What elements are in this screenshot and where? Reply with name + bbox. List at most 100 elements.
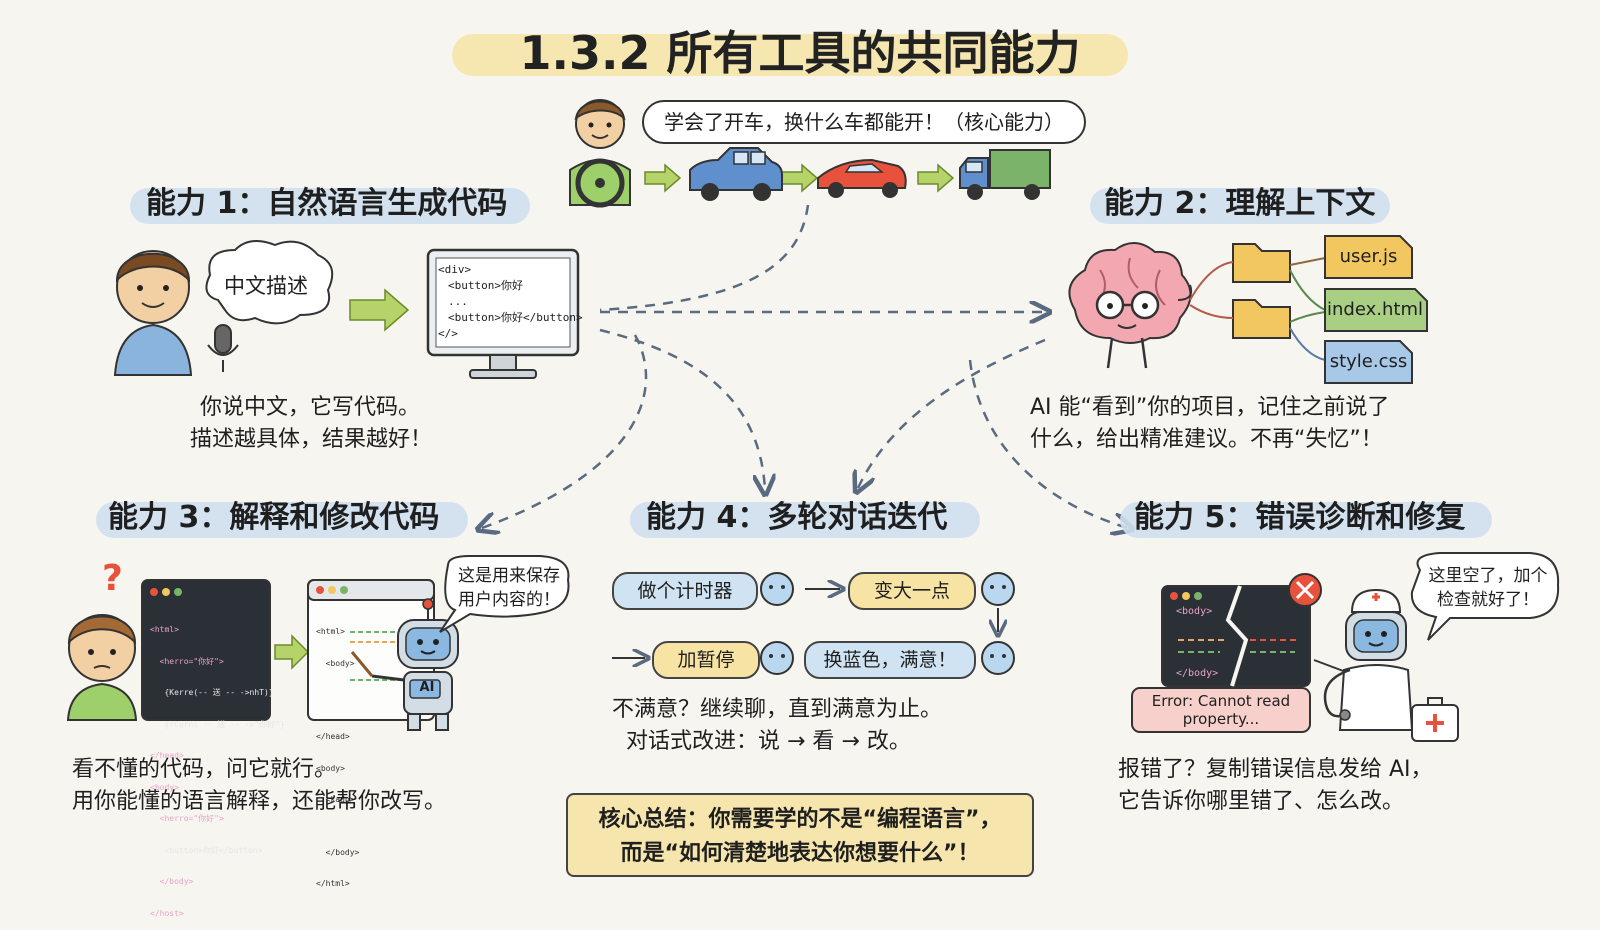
file-connections <box>1189 257 1326 361</box>
s2-caption-line2: 什么，给出精准建议。不再“失忆”！ <box>1030 427 1383 452</box>
code-line: <div> <box>438 263 472 276</box>
s5-bubble: 这里空了，加个 检查就好了！ <box>1418 564 1558 612</box>
code-line: <body> <box>316 658 355 668</box>
s2-title: 能力 2：理解上下文 <box>1104 186 1376 221</box>
connector-to-s4-right <box>858 338 1046 488</box>
question-mark-icon: ? <box>102 558 123 599</box>
s3-caption-line2: 用你能懂的语言解释，还能帮你改写。 <box>72 789 447 814</box>
s3-code-right: <html> <body> </head> <body> <kadn> </bo… <box>316 606 359 900</box>
chat-chip-bigger: 变大一点 <box>848 572 976 610</box>
s4-caption-line2: 对话式改进：说 → 看 → 改。 <box>626 729 911 754</box>
s3-bubble-line1: 这是用来保存 <box>458 566 560 586</box>
code-line: <html> <box>150 625 179 634</box>
s5-bubble-line1: 这里空了，加个 <box>1428 566 1548 586</box>
speech-bubble-s3 <box>439 555 570 633</box>
dashed-connectors <box>482 204 1128 528</box>
speech-cloud <box>205 240 334 325</box>
title-highlight <box>452 34 1128 76</box>
code-line: <button>你好</button> <box>150 845 263 855</box>
code-line: {rCurni -- 送 -- ->"你好"} <box>150 719 285 729</box>
car-icon <box>689 147 783 201</box>
error-line1: Error: Cannot read <box>1151 692 1291 710</box>
file-label-index-html: index.html <box>1327 299 1423 320</box>
s5-title: 能力 5：错误诊断和修复 <box>1134 500 1466 535</box>
person-icon <box>113 250 193 376</box>
s3-bubble-line2: 用户内容的！ <box>458 590 560 610</box>
s4-caption-line1: 不满意？继续聊，直到满意为止。 <box>612 697 943 722</box>
code-line: </body> <box>150 877 194 886</box>
s5-bubble-line2: 检查就好了！ <box>1437 590 1539 610</box>
connector-to-s3 <box>482 334 648 528</box>
s5-caption-line1: 报错了？复制错误信息发给 AI， <box>1118 757 1433 782</box>
doctor-robot-icon <box>1313 588 1414 731</box>
s5-code-tag-close: </body> <box>1176 668 1219 679</box>
code-line: {Kerre(-- 送 -- ->nhT)} <box>150 688 274 697</box>
analogy-arrows <box>644 163 955 193</box>
error-message: Error: Cannot read property... <box>1132 692 1310 728</box>
code-line: </html> <box>316 879 350 888</box>
diagram-canvas <box>66 99 1560 742</box>
file-label-style-css: style.css <box>1329 351 1408 372</box>
confused-person-icon <box>66 614 138 721</box>
code-line: </> <box>438 327 458 340</box>
code-line: </head> <box>316 732 350 741</box>
s1-caption-line1: 你说中文，它写代码。 <box>200 395 421 420</box>
error-line2: property... <box>1182 710 1260 728</box>
s2-caption-line1: AI 能“看到”你的项目，记住之前说了 <box>1030 395 1390 420</box>
file-icon <box>1324 235 1428 384</box>
s4-title: 能力 4：多轮对话迭代 <box>646 500 948 535</box>
summary-line2: 而是“如何清楚地表达你想要什么”！ <box>620 841 980 866</box>
code-line: <button>你好</button> <box>448 311 583 324</box>
s3-caption-line1: 看不懂的代码，问它就行。 <box>72 757 337 782</box>
chat-avatar-faces <box>769 585 1006 658</box>
s1-title: 能力 1：自然语言生成代码 <box>146 186 508 221</box>
arrow-right-icon <box>274 634 310 670</box>
s2-title-highlight <box>1090 188 1390 224</box>
code-line: </head> <box>150 751 184 760</box>
error-icon <box>1288 573 1322 607</box>
chat-chip-add-pause: 加暂停 <box>652 641 760 679</box>
code-line: <html> <box>316 627 345 636</box>
speech-bubble-s5 <box>1410 552 1560 641</box>
page-title: 1.3.2 所有工具的共同能力 <box>519 26 1081 80</box>
medkit-icon <box>1411 697 1459 742</box>
analogy-speech-bubble: 学会了开车，换什么车都能开！（核心能力） <box>642 100 1086 144</box>
s1-caption-line2: 描述越具体，结果越好！ <box>190 427 433 452</box>
broken-code-window <box>1161 585 1311 687</box>
error-box <box>1131 687 1311 733</box>
code-line: <herro="你好"> <box>150 656 224 666</box>
chat-avatar-icons <box>760 572 1015 675</box>
s3-title: 能力 3：解释和修改代码 <box>108 500 440 535</box>
file-label-user-js: user.js <box>1339 246 1398 267</box>
s4-title-highlight <box>630 502 980 538</box>
arrow-right-icon <box>349 288 410 332</box>
brain-icon <box>1068 242 1193 369</box>
core-summary-box: 核心总结：你需要学的不是“编程语言”， 而是“如何清楚地表达你想要什么”！ <box>566 793 1034 877</box>
summary-line1: 核心总结：你需要学的不是“编程语言”， <box>598 807 1002 832</box>
code-line: </host> <box>150 908 184 918</box>
s5-title-highlight <box>1120 502 1492 538</box>
s3-bubble: 这是用来保存 用户内容的！ <box>452 564 566 612</box>
robot-icon <box>350 598 459 731</box>
s1-code: <div> <button>你好 ... <button>你好</button>… <box>438 262 583 342</box>
code-line: </body> <box>316 847 360 857</box>
s1-bubble-text: 中文描述 <box>224 274 308 298</box>
s5-caption-line2: 它告诉你哪里错了、怎么改。 <box>1118 789 1405 814</box>
connector-to-s4-left <box>599 328 765 490</box>
s5-code-tag-open: <body> <box>1176 606 1213 617</box>
connector-top <box>599 204 810 312</box>
monitor-icon <box>426 248 580 379</box>
code-line: <button>你好 <box>448 279 523 292</box>
chat-chip-make-timer: 做个计时器 <box>612 572 758 610</box>
code-line: <kadn> <box>316 795 355 804</box>
code-window-dark <box>141 579 271 721</box>
chat-chip-blue-satisfied: 换蓝色，满意！ <box>804 641 976 679</box>
sports-car-icon <box>817 158 907 198</box>
s1-title-highlight <box>130 188 530 224</box>
code-line: <herro="你好"> <box>150 814 224 823</box>
truck-icon <box>959 149 1051 200</box>
driver-person-icon <box>569 99 631 208</box>
folder-icon <box>1232 243 1291 339</box>
robot-ai-label: AI <box>419 680 435 695</box>
s3-title-highlight <box>96 502 468 538</box>
